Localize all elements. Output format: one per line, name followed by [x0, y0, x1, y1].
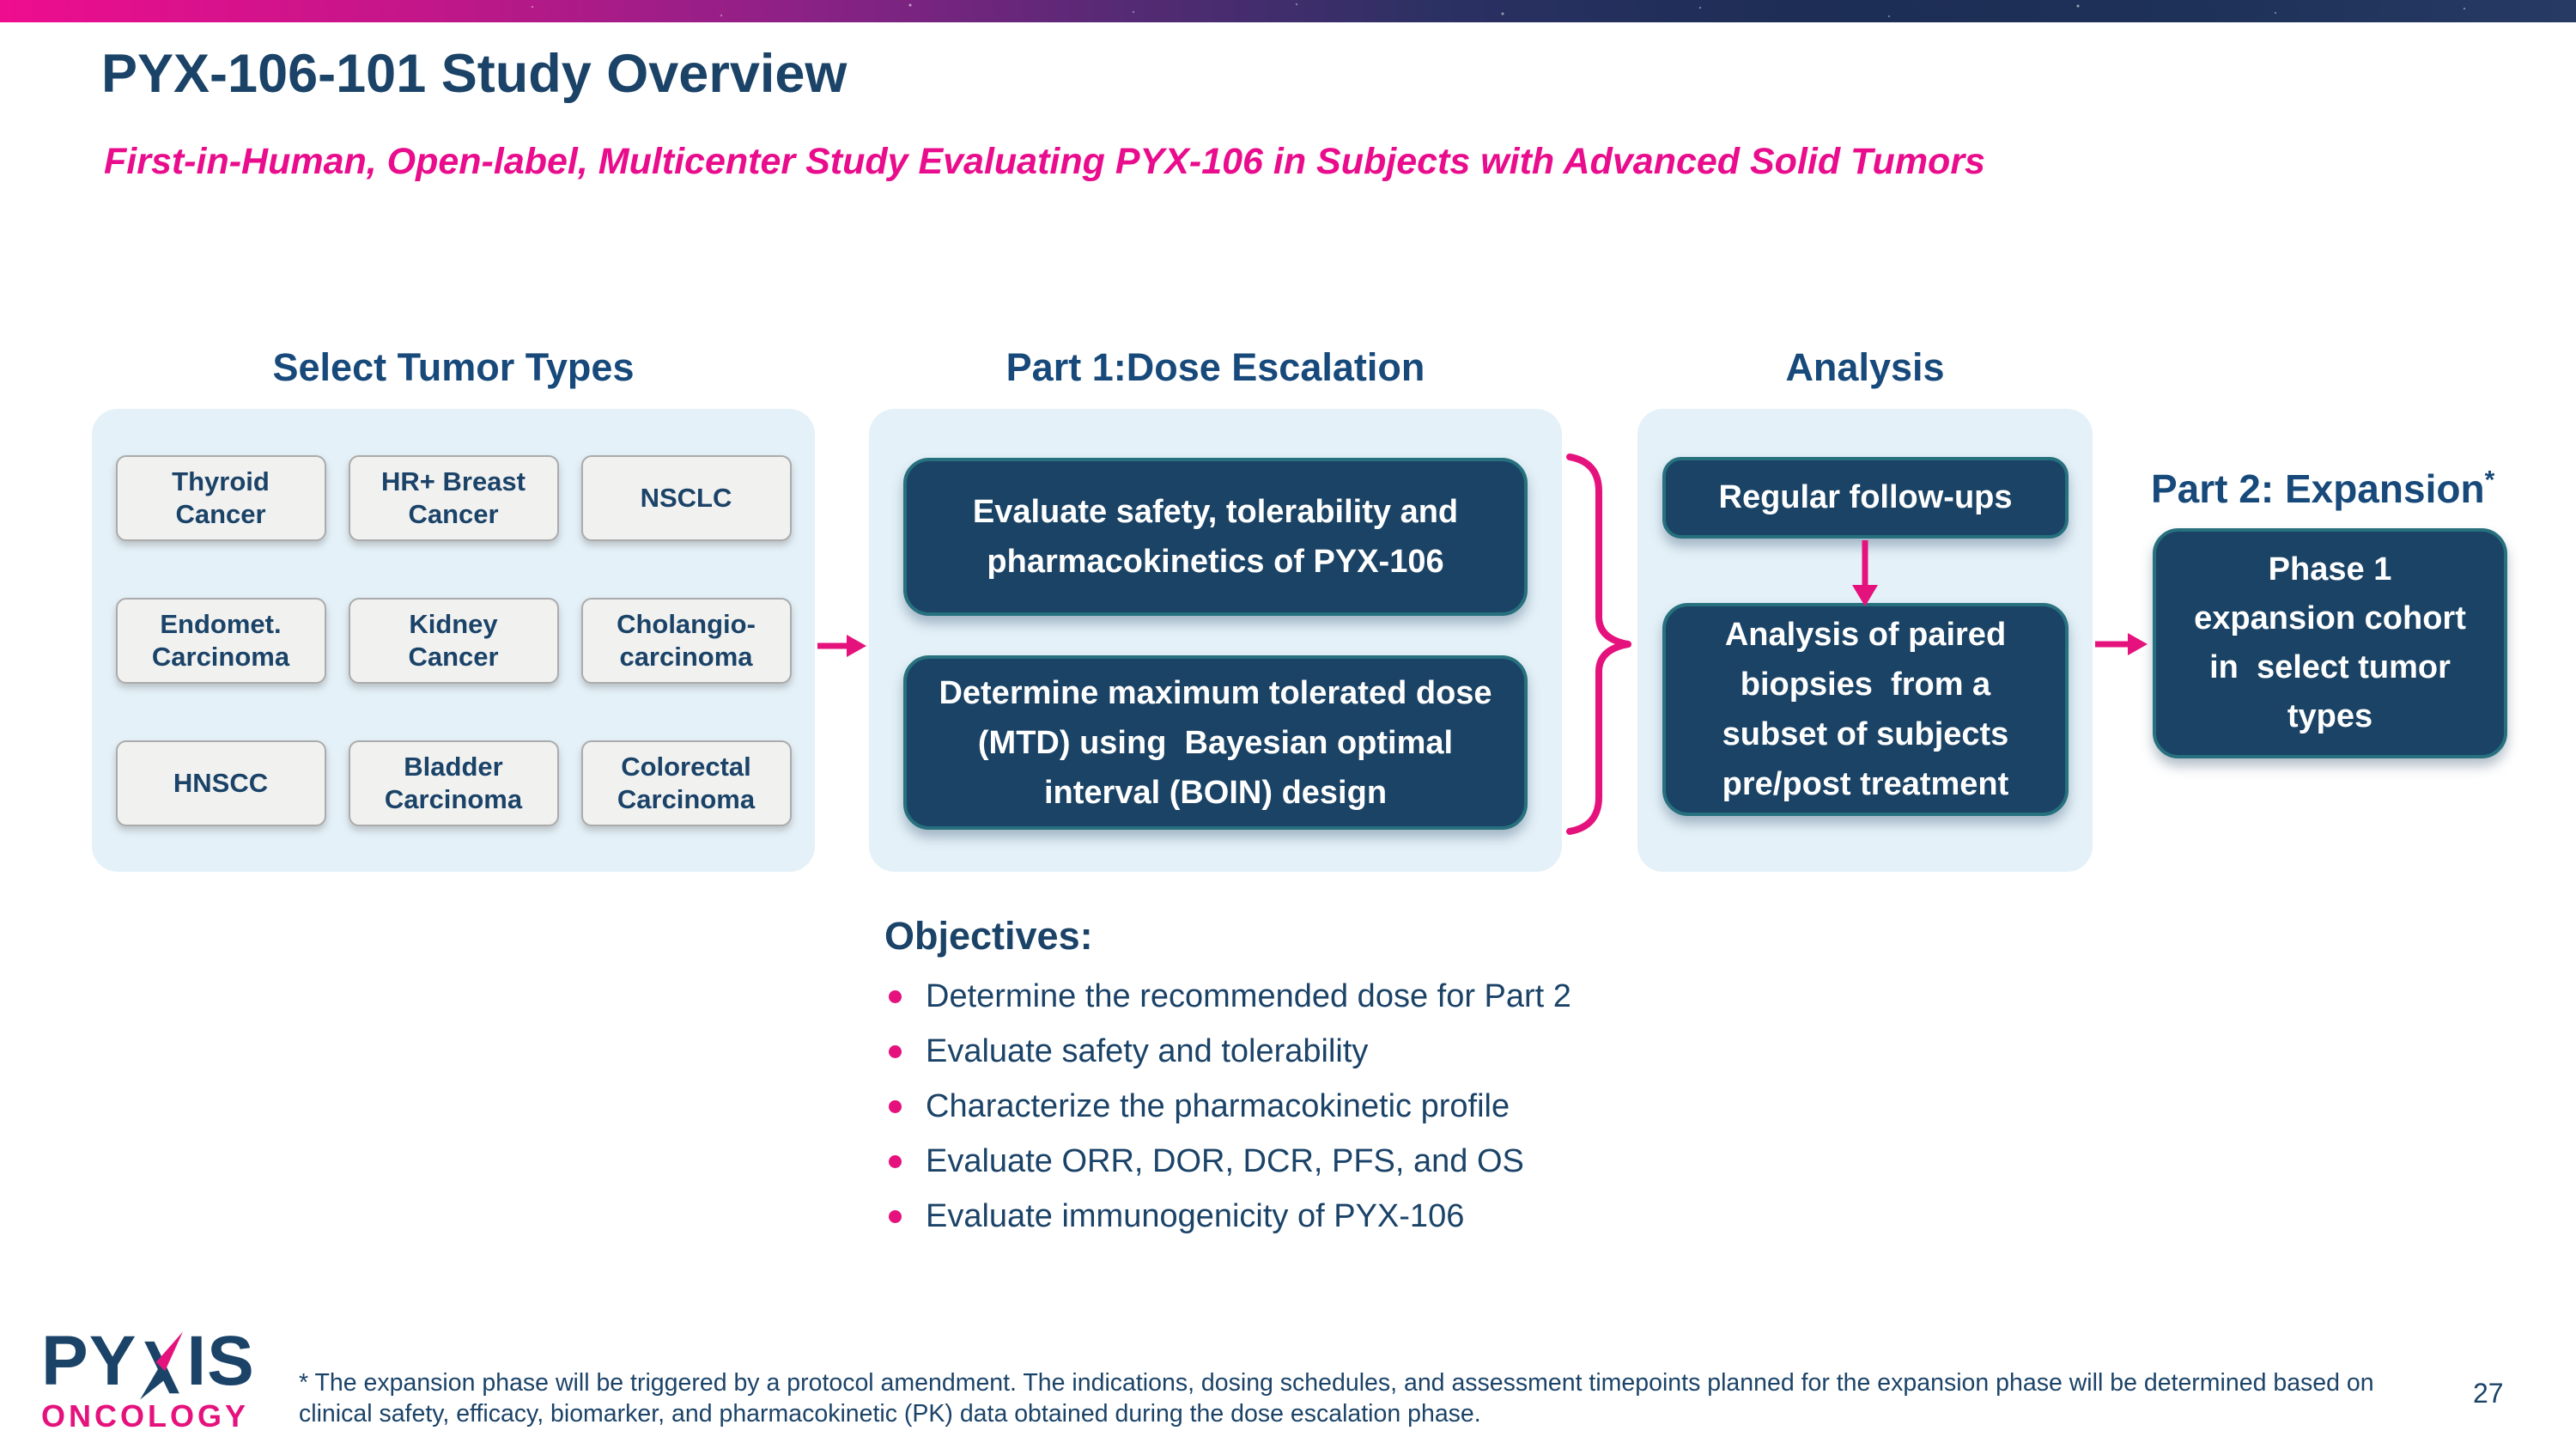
top-gradient-banner — [0, 0, 2576, 22]
footnote: * The expansion phase will be triggered … — [299, 1369, 2374, 1428]
objective-text: Evaluate safety and tolerability — [926, 1032, 1369, 1069]
list-item: Characterize the pharmacokinetic profile — [884, 1079, 1571, 1134]
page-title: PYX-106-101 Study Overview — [101, 44, 848, 104]
arrow-right-icon — [2095, 633, 2148, 655]
objective-text: Evaluate ORR, DOR, DCR, PFS, and OS — [926, 1142, 1524, 1179]
bullet-icon — [889, 989, 902, 1003]
analysis-box-paired-biopsies: Analysis of paired biopsies from a subse… — [1662, 603, 2069, 816]
objectives-section: Objectives: Determine the recommended do… — [884, 914, 1571, 1244]
tumor-box-cholangiocarcinoma: Cholangio- carcinoma — [580, 598, 792, 684]
analysis-box-regular-followups: Regular follow-ups — [1662, 457, 2069, 539]
page-number: 27 — [2473, 1378, 2504, 1409]
heading-select-tumor-types: Select Tumor Types — [272, 345, 635, 389]
tumor-box-kidney-cancer: Kidney Cancer — [348, 598, 559, 684]
panel-part1-dose-escalation: Evaluate safety, tolerability and pharma… — [869, 409, 1562, 872]
tumor-box-hnscc: HNSCC — [115, 740, 326, 826]
logo-prefix: PY — [41, 1322, 137, 1400]
objective-text: Determine the recommended dose for Part … — [926, 977, 1571, 1014]
bullet-icon — [889, 1044, 902, 1058]
logo-wordmark: PY IS — [41, 1322, 255, 1400]
heading-part2-expansion: Part 2: Expansion* — [2151, 466, 2494, 512]
bullet-icon — [889, 1209, 902, 1223]
bullet-icon — [889, 1099, 902, 1113]
logo-subtext: ONCOLOGY — [41, 1398, 250, 1434]
compass-x-icon — [140, 1331, 184, 1400]
pyxis-oncology-logo: PY IS ONCOLOGY — [41, 1322, 255, 1434]
panel-analysis: Regular follow-ups Analysis of paired bi… — [1637, 409, 2093, 872]
heading-analysis: Analysis — [1785, 345, 1945, 389]
objective-text: Evaluate immunogenicity of PYX-106 — [926, 1197, 1465, 1234]
heading-part2-text: Part 2: Expansion — [2151, 466, 2485, 511]
list-item: Evaluate immunogenicity of PYX-106 — [884, 1189, 1571, 1244]
page-subtitle: First-in-Human, Open-label, Multicenter … — [104, 141, 1985, 182]
curly-brace-icon — [1566, 454, 1631, 835]
panel-select-tumor-types: Thyroid Cancer HR+ Breast Cancer NSCLC E… — [92, 409, 815, 872]
tumor-types-grid: Thyroid Cancer HR+ Breast Cancer NSCLC E… — [92, 409, 815, 872]
part1-box-evaluate-safety: Evaluate safety, tolerability and pharma… — [903, 458, 1528, 616]
arrow-down-icon — [1852, 540, 1878, 606]
list-item: Evaluate ORR, DOR, DCR, PFS, and OS — [884, 1134, 1571, 1189]
bullet-icon — [889, 1154, 902, 1168]
tumor-box-nsclc: NSCLC — [580, 455, 792, 541]
tumor-box-hr-breast-cancer: HR+ Breast Cancer — [348, 455, 559, 541]
list-item: Determine the recommended dose for Part … — [884, 969, 1571, 1024]
tumor-box-thyroid-cancer: Thyroid Cancer — [115, 455, 326, 541]
tumor-box-bladder-carcinoma: Bladder Carcinoma — [348, 740, 559, 826]
tumor-box-endometrial-carcinoma: Endomet. Carcinoma — [115, 598, 326, 684]
objective-text: Characterize the pharmacokinetic profile — [926, 1087, 1510, 1124]
objectives-heading: Objectives: — [884, 914, 1093, 958]
heading-part1-dose-escalation: Part 1:Dose Escalation — [1005, 345, 1425, 389]
part2-box-phase1-expansion-cohort: Phase 1 expansion cohort in select tumor… — [2153, 528, 2507, 758]
objectives-list: Determine the recommended dose for Part … — [884, 969, 1571, 1244]
logo-suffix: IS — [186, 1322, 255, 1400]
arrow-right-icon — [817, 635, 866, 657]
part1-box-determine-mtd: Determine maximum tolerated dose (MTD) u… — [903, 655, 1528, 830]
list-item: Evaluate safety and tolerability — [884, 1024, 1571, 1079]
heading-part2-asterisk: * — [2484, 466, 2495, 495]
tumor-box-colorectal-carcinoma: Colorectal Carcinoma — [580, 740, 792, 826]
